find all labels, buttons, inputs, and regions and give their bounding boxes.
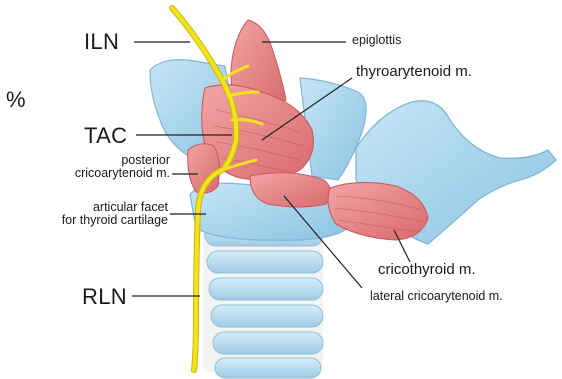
label-tac: TAC: [84, 124, 127, 147]
trachea-ring: [213, 332, 323, 354]
label-posterior-line2: cricoarytenoid m.: [38, 167, 170, 180]
trachea-ring: [211, 305, 323, 327]
label-cricothyroid: cricothyroid m.: [378, 262, 476, 278]
label-lateral-cricoarytenoid: lateral cricoarytenoid m.: [370, 290, 503, 303]
trachea-ring: [209, 278, 323, 300]
label-facet-line2: for thyroid cartilage: [30, 214, 168, 227]
label-epiglottis: epiglottis: [352, 34, 401, 47]
label-iln: ILN: [84, 30, 119, 53]
label-thyroarytenoid: thyroarytenoid m.: [356, 64, 472, 80]
label-posterior-cricoarytenoid: posterior cricoarytenoid m.: [38, 154, 170, 180]
trachea-ring: [215, 358, 321, 378]
trachea: [203, 222, 323, 378]
label-percent: %: [6, 88, 26, 111]
lateral-cricoarytenoid-muscle: [250, 173, 331, 207]
label-rln: RLN: [82, 285, 127, 308]
label-articular-facet: articular facet for thyroid cartilage: [30, 201, 168, 227]
trachea-ring: [207, 251, 323, 273]
